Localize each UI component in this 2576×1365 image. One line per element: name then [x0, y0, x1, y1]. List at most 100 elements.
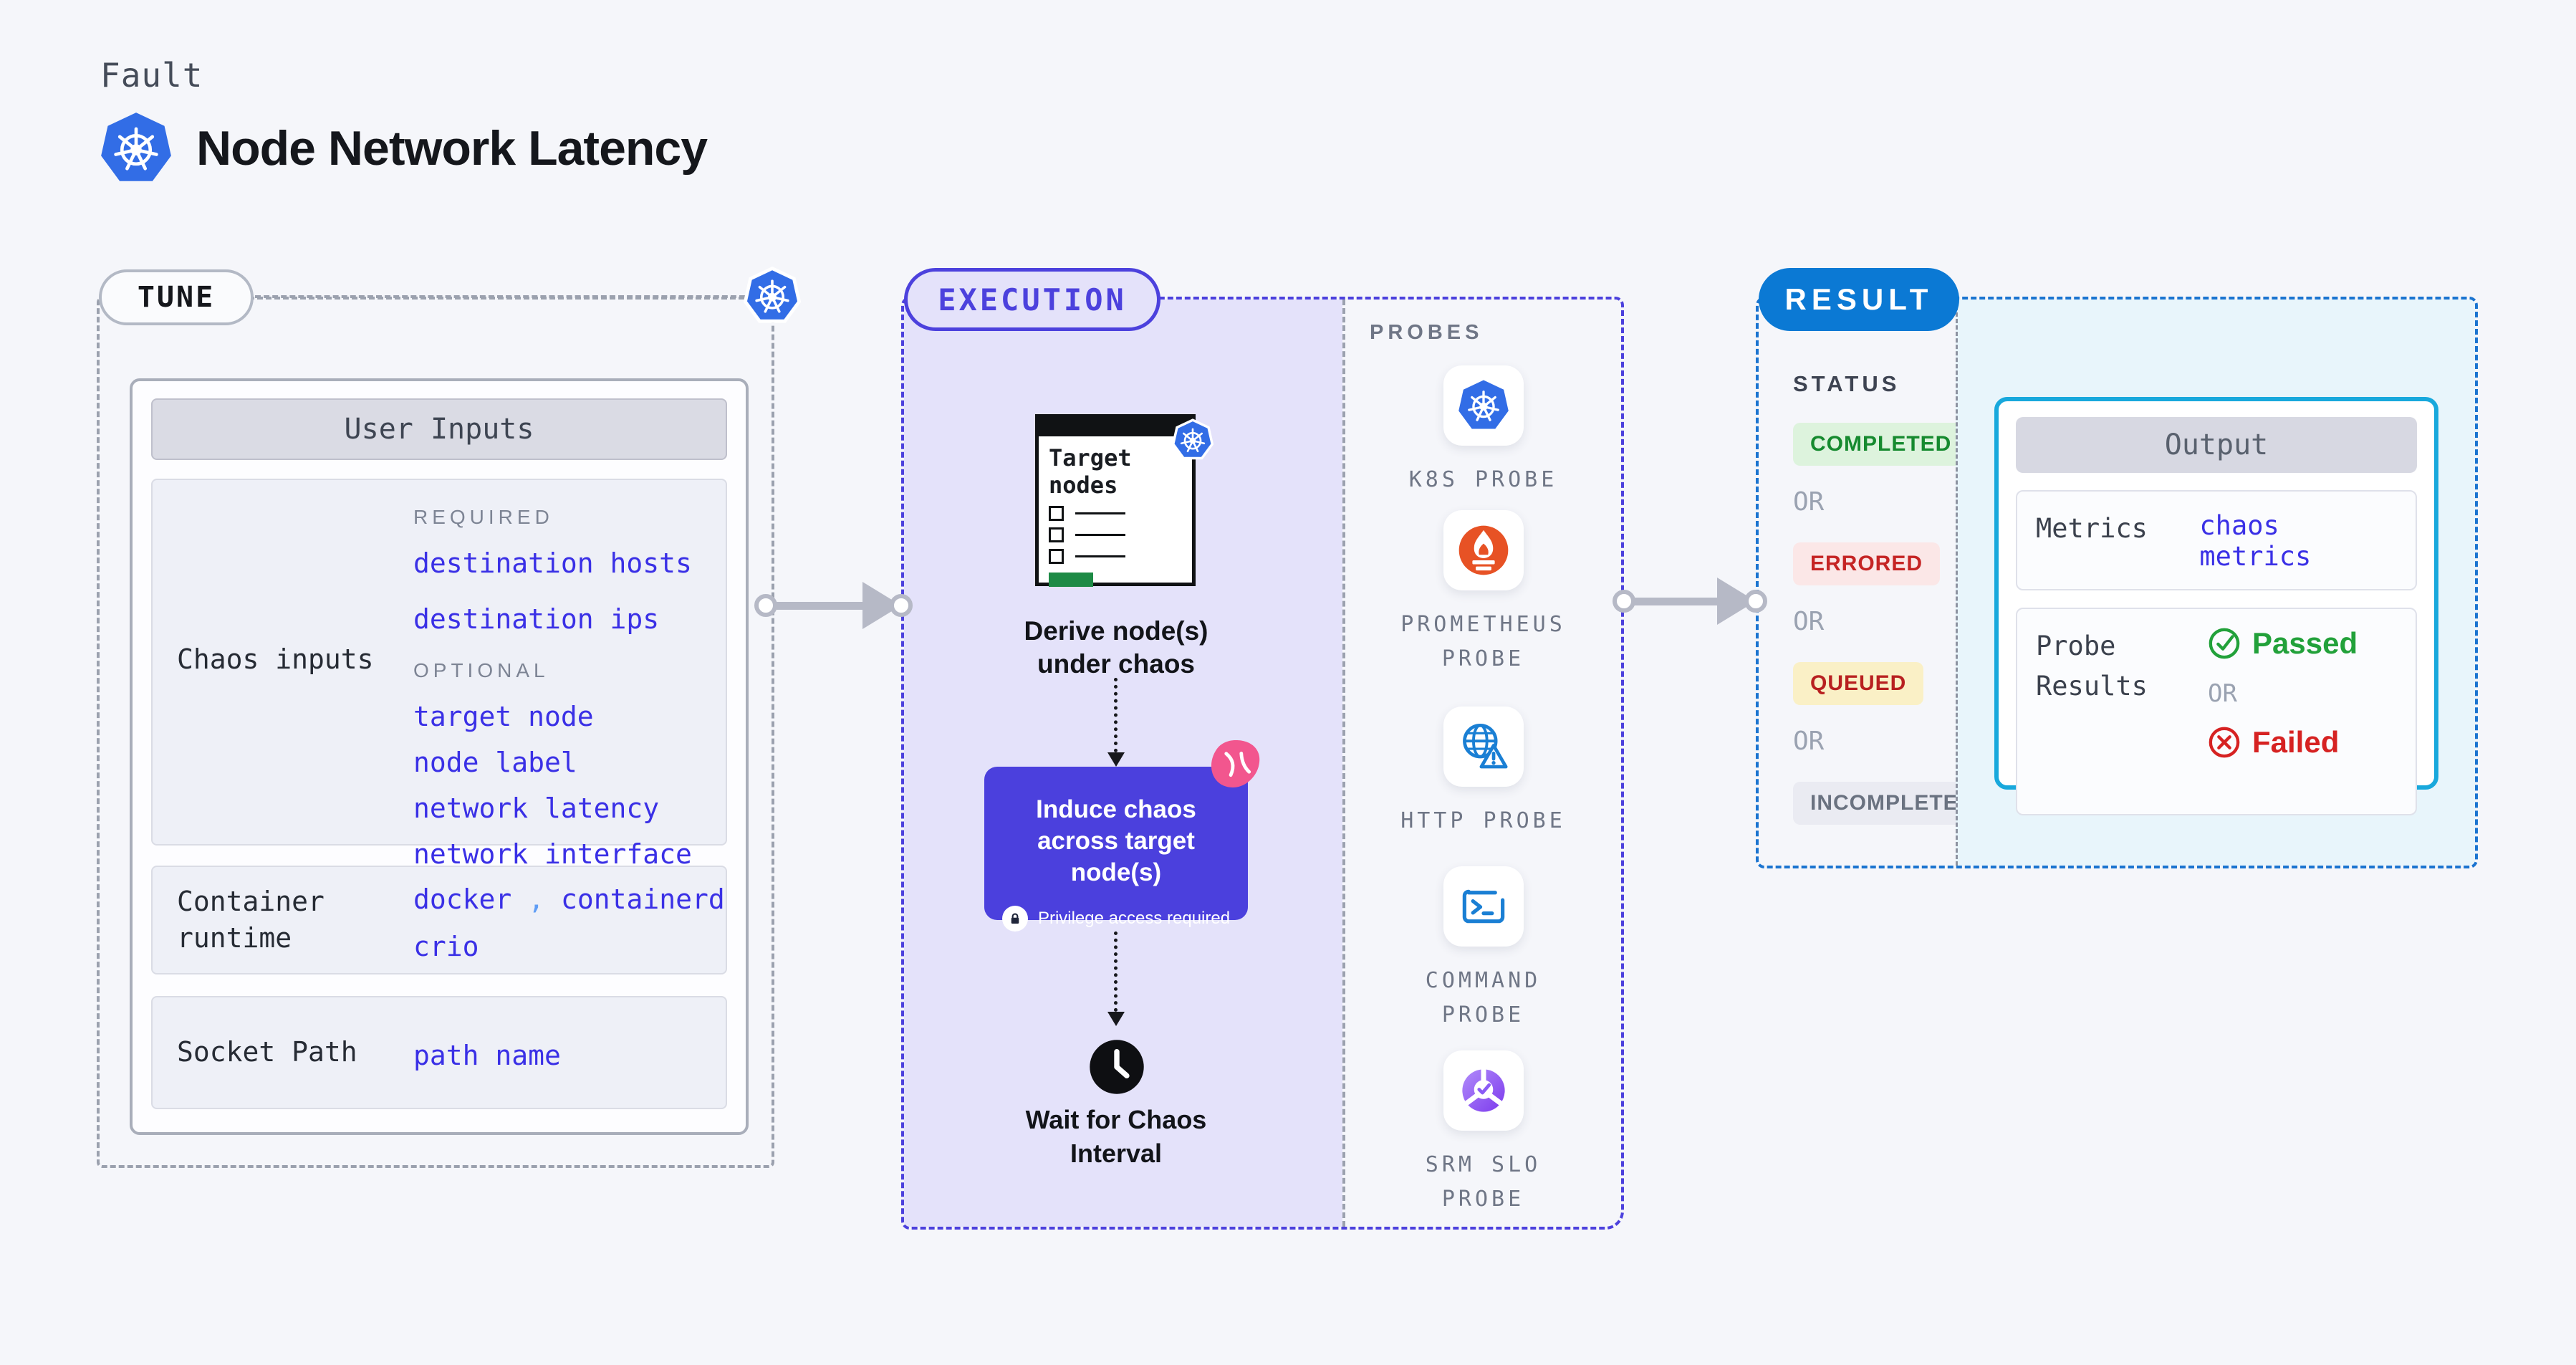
derive-nodes-label: Derive node(s) under chaos — [1024, 616, 1208, 679]
kubernetes-icon — [1443, 365, 1524, 446]
or-label: OR — [1793, 607, 1825, 636]
status-badge-errored: ERRORED — [1793, 542, 1941, 585]
lock-icon — [1001, 906, 1028, 932]
probe-item-srm-slo: SRM SLO PROBE — [1345, 1050, 1621, 1217]
donut-check-icon — [1443, 1050, 1524, 1131]
flow-dotted-line — [1114, 931, 1118, 1012]
or-label: OR — [2208, 679, 2237, 708]
probe-results-row: Probe Results Passed OR — [2016, 608, 2417, 815]
arrow-line — [773, 602, 870, 610]
required-heading: REQUIRED — [413, 506, 554, 528]
param-crio: crio — [413, 931, 479, 962]
probe-label: K8S PROBE — [1408, 467, 1558, 492]
check-circle-icon — [2209, 628, 2240, 659]
status-column: STATUS COMPLETED OR ERRORED OR QUEUED OR… — [1759, 300, 1992, 866]
failed-label: Failed — [2252, 725, 2340, 759]
passed-line: Passed — [2208, 626, 2358, 661]
page-title: Node Network Latency — [196, 121, 708, 176]
probe-item-k8s: K8S PROBE — [1345, 365, 1621, 497]
metrics-value: chaos metrics — [2199, 510, 2312, 572]
arrow-line — [1631, 598, 1724, 605]
globe-warning-icon — [1443, 707, 1524, 787]
tune-badge: TUNE — [99, 269, 254, 325]
terminal-icon — [1443, 866, 1524, 947]
param-docker: docker — [413, 883, 512, 915]
clock-icon — [1087, 1038, 1146, 1096]
kubernetes-icon — [99, 109, 173, 188]
metrics-row: Metrics chaos metrics — [2016, 490, 2417, 590]
target-nodes-window: Target nodes — [1035, 414, 1196, 587]
probe-item-prometheus: PROMETHEUS PROBE — [1345, 510, 1621, 676]
runtime-values-line: docker , containerd — [413, 883, 726, 915]
x-circle-icon — [2209, 727, 2240, 758]
execution-badge: EXECUTION — [904, 268, 1160, 331]
node-row — [1049, 548, 1182, 564]
metrics-label: Metrics — [2036, 513, 2148, 544]
param-destination-hosts: destination hosts — [413, 547, 692, 579]
induce-chaos-label: Induce chaos across target node(s) — [1036, 795, 1196, 887]
param-node-label: node label — [413, 747, 577, 778]
probe-label: PROMETHEUS PROBE — [1400, 612, 1566, 671]
param-network-latency: network latency — [413, 792, 660, 824]
socket-path-values: path name — [413, 1034, 726, 1071]
induce-chaos-step: Induce chaos across target node(s) Privi… — [984, 740, 1260, 932]
optional-heading: OPTIONAL — [413, 659, 549, 681]
tune-section — [97, 297, 774, 1168]
privilege-label: Privilege access required — [1037, 909, 1231, 929]
node-row — [1049, 527, 1182, 542]
prometheus-icon — [1443, 510, 1524, 590]
connector-dot — [1744, 590, 1767, 613]
execution-section: Target nodes Derive node(s) under chaos — [901, 297, 1624, 1230]
socket-path-panel: Socket Path path name — [151, 996, 727, 1109]
socket-path-label: Socket Path — [177, 1036, 357, 1068]
probe-results-label: Probe Results — [2036, 631, 2148, 701]
connector-dot — [754, 594, 777, 617]
container-runtime-panel: Container runtime docker , containerd cr… — [151, 866, 727, 974]
output-header: Output — [2016, 417, 2417, 473]
node-line — [1075, 512, 1125, 514]
probe-item-http: HTTP PROBE — [1345, 707, 1621, 838]
checkbox-icon — [1049, 505, 1064, 521]
window-body: Target nodes — [1035, 433, 1196, 587]
container-runtime-values: docker , containerd crio — [413, 878, 726, 962]
probe-label: HTTP PROBE — [1400, 808, 1566, 833]
connector-dot — [1613, 590, 1635, 613]
checkbox-icon — [1049, 548, 1064, 564]
container-runtime-label: Container runtime — [177, 885, 325, 954]
select-button-bar — [1049, 572, 1093, 587]
execution-flow-area: Target nodes Derive node(s) under chaos — [904, 300, 1342, 1227]
tune-to-execution-arrow — [754, 582, 913, 629]
fault-eyebrow: Fault — [100, 56, 203, 95]
privilege-row: Privilege access required — [984, 906, 1248, 932]
param-destination-ips: destination ips — [413, 603, 660, 635]
chaos-inputs-params: REQUIRED destination hosts destination i… — [413, 500, 726, 870]
probes-panel: PROBES K8S PROBE PROMETHEUS — [1342, 300, 1621, 1227]
param-containerd: containerd — [560, 883, 725, 915]
node-line — [1075, 533, 1125, 536]
arrow-down-icon — [1107, 752, 1125, 767]
failed-line: Failed — [2208, 725, 2358, 760]
kubernetes-icon — [1172, 418, 1213, 462]
output-area: Output Metrics chaos metrics Probe Resul… — [1956, 300, 2475, 866]
target-nodes-label: Target nodes — [1049, 444, 1132, 499]
arrow-down-icon — [1107, 1012, 1125, 1026]
status-badge-queued: QUEUED — [1793, 662, 1924, 705]
param-target-node: target node — [413, 701, 594, 732]
user-inputs-card: User Inputs Chaos inputs REQUIRED destin… — [130, 378, 749, 1135]
passed-label: Passed — [2252, 626, 2358, 660]
probe-item-command: COMMAND PROBE — [1345, 866, 1621, 1033]
checkbox-icon — [1049, 527, 1064, 542]
wait-interval-label: Wait for Chaos Interval — [1025, 1105, 1207, 1168]
or-label: OR — [1793, 487, 1825, 517]
probe-results-values: Passed OR Failed — [2208, 626, 2358, 797]
chaos-litmus-icon — [1203, 733, 1267, 798]
param-path-name: path name — [413, 1040, 561, 1071]
result-section: STATUS COMPLETED OR ERRORED OR QUEUED OR… — [1756, 297, 2478, 868]
window-title-bar — [1035, 414, 1196, 433]
connector-dot — [890, 594, 913, 617]
probes-heading: PROBES — [1370, 321, 1484, 344]
or-label: OR — [1793, 727, 1825, 756]
kubernetes-icon — [744, 265, 801, 327]
chaos-inputs-label: Chaos inputs — [177, 643, 374, 675]
